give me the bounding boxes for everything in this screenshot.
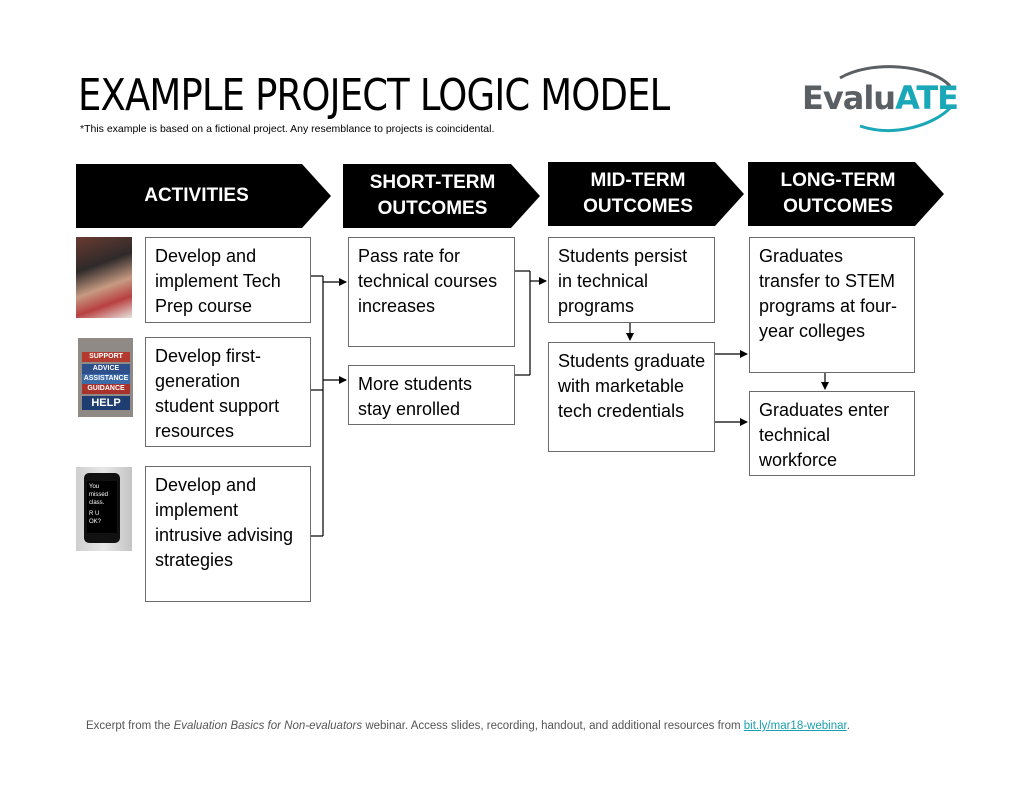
logo-swoosh-icon [839, 65, 952, 133]
activity-box-support-resources: Develop first-generation student support… [145, 337, 311, 447]
phone-text: You [89, 484, 100, 490]
long-term-box-workforce: Graduates enter technical workforce [749, 391, 915, 476]
logo-text-primary: Evalu [802, 79, 896, 117]
stack-label: ASSISTANCE [82, 374, 130, 384]
column-header-long-term: LONG-TERM OUTCOMES [748, 162, 944, 226]
long-term-box-transfer: Graduates transfer to STEM programs at f… [749, 237, 915, 373]
phone-icon: You missed class. R U OK? [84, 473, 120, 543]
activity-box-tech-prep: Develop and implement Tech Prep course [145, 237, 311, 323]
mid-term-box-persist: Students persist in technical programs [548, 237, 715, 323]
student-writing-photo [76, 237, 132, 318]
short-term-box-pass-rate: Pass rate for technical courses increase… [348, 237, 515, 347]
footer-note: Excerpt from the Evaluation Basics for N… [86, 720, 850, 732]
phone-text: R U [89, 511, 100, 517]
column-header-activities: ACTIVITIES [76, 164, 331, 228]
page-title: EXAMPLE PROJECT LOGIC MODEL [78, 70, 670, 121]
phone-text: OK? [89, 519, 102, 525]
webinar-name: Evaluation Basics for Non-evaluators [173, 720, 363, 732]
disclaimer: *This example is based on a fictional pr… [80, 123, 495, 135]
column-header-mid-term: MID-TERM OUTCOMES [548, 162, 744, 226]
support-books-photo: SUPPORT ADVICE ASSISTANCE GUIDANCE HELP [78, 338, 133, 417]
mid-term-box-graduate: Students graduate with marketable tech c… [548, 342, 715, 452]
activity-box-intrusive-advising: Develop and implement intrusive advising… [145, 466, 311, 602]
column-header-short-term: SHORT-TERM OUTCOMES [343, 164, 540, 228]
phone-text: class. [89, 500, 105, 506]
short-term-box-enrollment: More students stay enrolled [348, 365, 515, 425]
resources-link[interactable]: bit.ly/mar18-webinar [743, 720, 847, 732]
evaluate-logo: EvaluATE [800, 64, 959, 134]
stack-label: SUPPORT [82, 352, 130, 362]
stack-label: ADVICE [82, 364, 130, 374]
phone-text: missed [89, 492, 109, 498]
stack-label: HELP [82, 396, 130, 410]
stack-label: GUIDANCE [82, 384, 130, 394]
phone-photo: You missed class. R U OK? [76, 467, 132, 551]
logo-text-accent: ATE [895, 79, 959, 117]
